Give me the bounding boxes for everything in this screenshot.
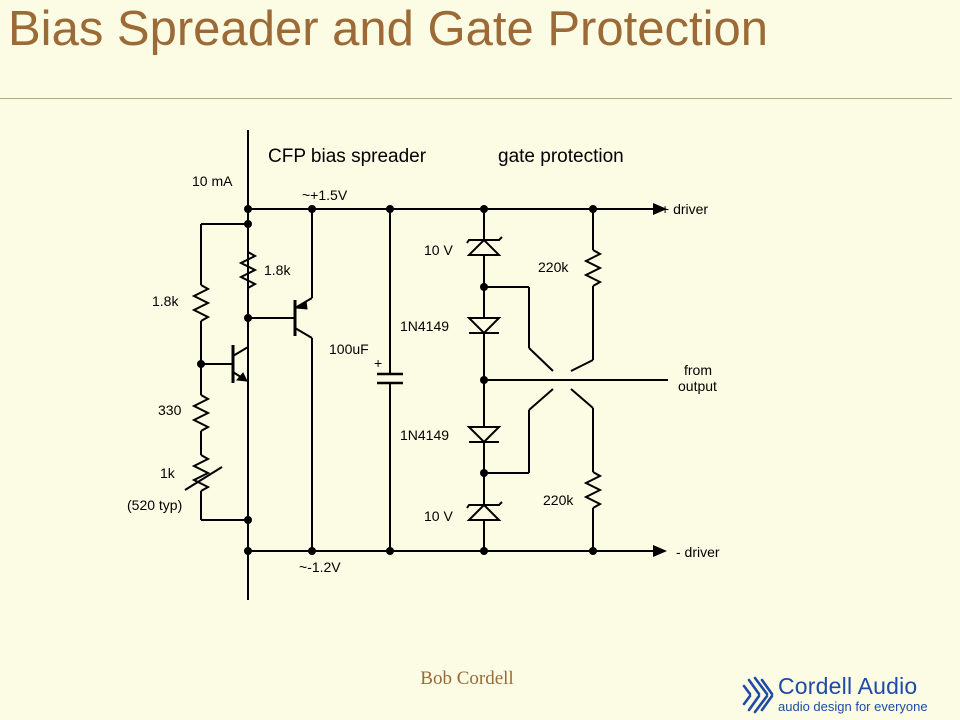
resistor-220k-top: [583, 249, 603, 287]
label-r-330: 330: [158, 402, 182, 418]
potentiometer-1k: [184, 454, 223, 492]
label-diode-bottom: 1N4149: [400, 427, 449, 443]
title-divider: [0, 98, 952, 99]
zener-10v-bottom: [466, 501, 503, 521]
label-r-top: 1.8k: [264, 262, 291, 278]
label-zener-top: 10 V: [424, 242, 453, 258]
wire-cross-top-right: [570, 359, 594, 372]
zener-10v-top: [466, 236, 503, 256]
label-zener-bottom: 10 V: [424, 508, 453, 524]
transistor-cfp-arrow: [294, 300, 308, 310]
resistor-220k-bottom: [583, 471, 603, 509]
label-output: output: [678, 378, 717, 394]
label-pot-typ: (520 typ): [127, 497, 182, 513]
diode-1n4149-bottom: [466, 426, 502, 444]
label-diode-top: 1N4149: [400, 318, 449, 334]
junction-dots: [197, 205, 597, 555]
cordell-audio-logo-icon: [742, 676, 774, 714]
resistor-1k8-left: [191, 284, 211, 322]
wire-cross-bottom-left: [528, 388, 554, 411]
arrow-plus-driver: [653, 203, 667, 215]
label-from: from: [684, 362, 712, 378]
label-gate-protection: gate protection: [498, 146, 624, 167]
logo-name: Cordell Audio: [778, 673, 918, 699]
label-minus-driver: - driver: [676, 544, 720, 560]
label-pot: 1k: [160, 465, 176, 481]
logo-tagline: audio design for everyone: [778, 699, 928, 714]
diode-1n4149-top: [466, 317, 502, 335]
arrow-minus-driver: [653, 545, 667, 557]
label-r-gate-bottom: 220k: [543, 492, 574, 508]
label-10ma: 10 mA: [192, 173, 233, 189]
label-cap: 100uF: [329, 341, 369, 357]
label-plus-driver: + driver: [661, 201, 708, 217]
transistor-emitter-arrow: [235, 372, 248, 382]
footer-author: Bob Cordell: [420, 668, 514, 689]
label-v-top: ~+1.5V: [302, 187, 348, 203]
capacitor-100uf: [377, 209, 403, 551]
cordell-audio-logo: Cordell Audio audio design for everyone: [738, 673, 954, 718]
label-cap-polarity: +: [374, 355, 382, 371]
label-r-left: 1.8k: [152, 293, 179, 309]
wire-cross-top-left: [528, 347, 554, 372]
resistor-330: [191, 394, 211, 432]
label-cfp-bias-spreader: CFP bias spreader: [268, 146, 427, 167]
wire-cross-bottom-right: [570, 388, 594, 409]
label-r-gate-top: 220k: [538, 259, 569, 275]
label-v-bottom: ~-1.2V: [299, 559, 341, 575]
slide-title: Bias Spreader and Gate Protection: [8, 2, 768, 56]
